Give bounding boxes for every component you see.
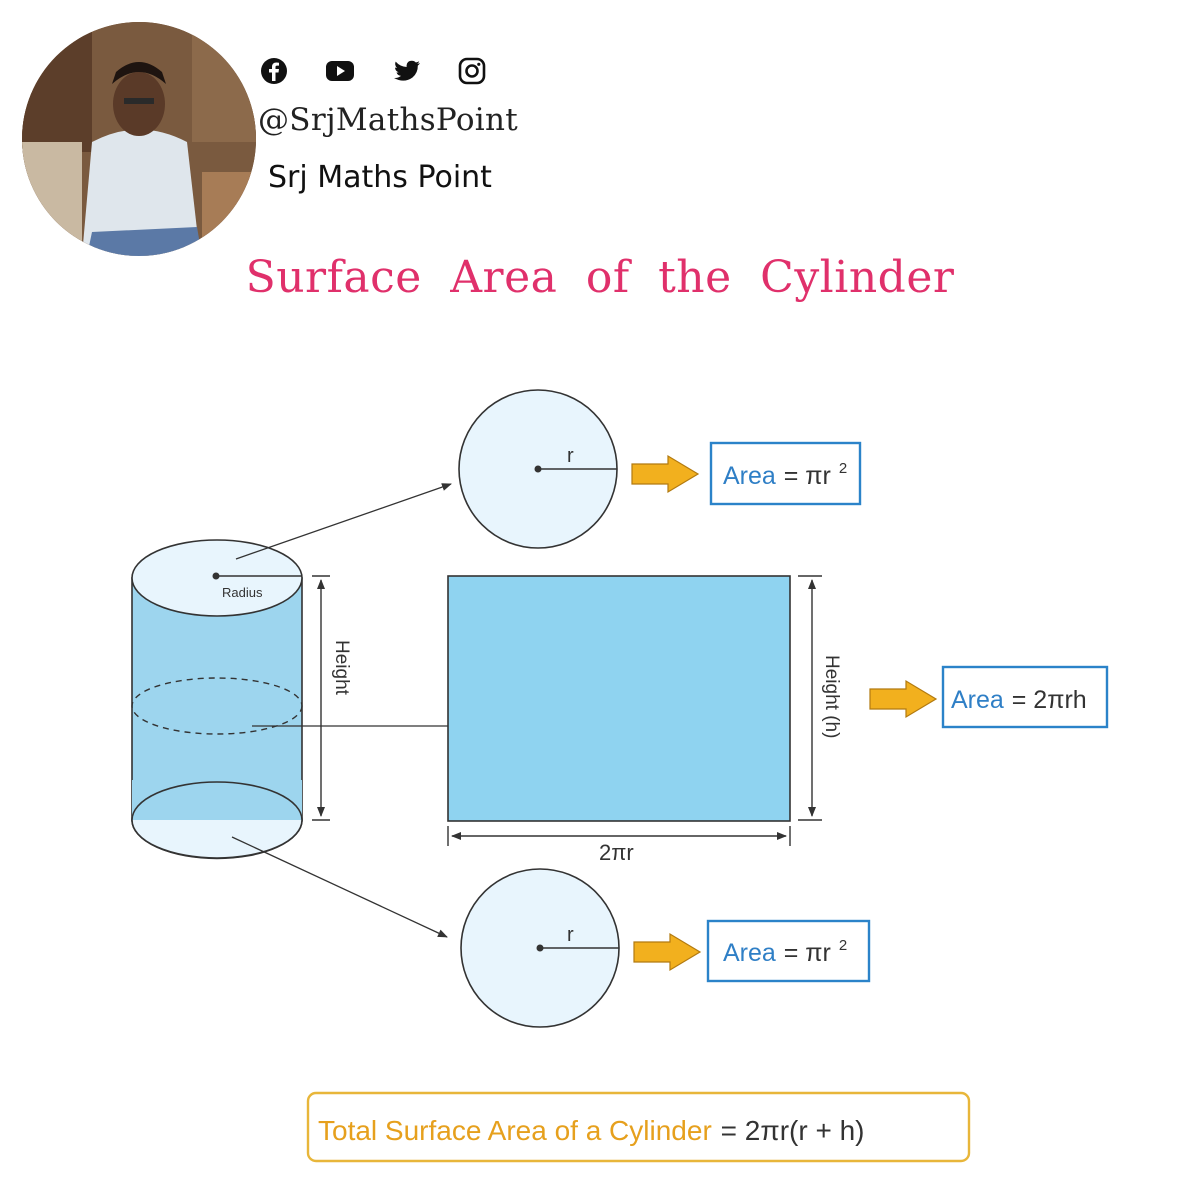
svg-text:Total Surface Area of a Cylind: Total Surface Area of a Cylinder = 2πr(r…	[318, 1114, 864, 1147]
svg-text:Area = 2πrh: Area = 2πrh	[951, 685, 1087, 714]
bottom-circle: r	[460, 868, 620, 1028]
top-circle-radius-label: r	[567, 445, 574, 467]
top-area-equation: = πr	[784, 462, 831, 490]
channel-handle: @SrjMathsPoint	[258, 102, 519, 138]
top-area-box: Area = πr 2	[709, 441, 862, 506]
cylinder-height-label: Height	[331, 640, 352, 696]
instagram-icon[interactable]	[457, 56, 487, 86]
lateral-rectangle	[447, 575, 791, 822]
rectangle-width-label: 2πr	[599, 840, 634, 865]
arrow-to-top-circle	[235, 483, 452, 560]
bottom-area-equation: = πr	[784, 939, 831, 967]
top-area-exponent: 2	[839, 460, 847, 477]
facebook-icon[interactable]	[259, 56, 289, 86]
bottom-circle-result-arrow	[633, 932, 702, 972]
svg-text:Area = πr 2: Area = πr 2	[723, 460, 847, 490]
twitter-icon[interactable]	[392, 56, 422, 86]
cylinder-radius-label: Radius	[222, 585, 263, 600]
rectangle-width-dimension: 2πr	[447, 826, 791, 865]
youtube-icon[interactable]	[325, 56, 355, 86]
rectangle-area-word: Area	[951, 686, 1004, 714]
channel-name: Srj Maths Point	[268, 160, 492, 195]
arrow-to-bottom-circle	[231, 836, 448, 938]
social-icons-row	[259, 56, 499, 88]
cylinder-cross-section	[131, 677, 303, 735]
rectangle-height-dimension: Height (h)	[798, 575, 842, 821]
formula-expression: = 2πr(r + h)	[721, 1115, 865, 1146]
top-circle-result-arrow	[631, 454, 700, 494]
svg-text:Area = πr 2: Area = πr 2	[723, 937, 847, 967]
rectangle-area-box: Area = 2πrh	[941, 665, 1109, 729]
cylinder-height-dimension: Height	[312, 575, 352, 821]
bottom-area-box: Area = πr 2	[706, 919, 871, 983]
top-area-word: Area	[723, 462, 776, 490]
bottom-area-exponent: 2	[839, 937, 847, 954]
rectangle-height-label: Height (h)	[821, 655, 842, 738]
cylinder-shape: Radius	[131, 539, 303, 860]
bottom-area-word: Area	[723, 939, 776, 967]
cylinder-bottom-front-edge	[131, 819, 303, 859]
page-title: Surface Area of the Cylinder	[245, 252, 955, 303]
formula-label: Total Surface Area of a Cylinder	[318, 1115, 712, 1146]
total-surface-area-formula: Total Surface Area of a Cylinder = 2πr(r…	[306, 1091, 971, 1163]
top-circle: r	[458, 389, 618, 549]
bottom-circle-radius-label: r	[567, 924, 574, 946]
cylinder-bottom-back-edge	[131, 781, 303, 821]
rectangle-result-arrow	[869, 679, 938, 719]
rectangle-area-equation: = 2πrh	[1012, 686, 1087, 714]
cylinder-body-mask	[132, 780, 302, 820]
